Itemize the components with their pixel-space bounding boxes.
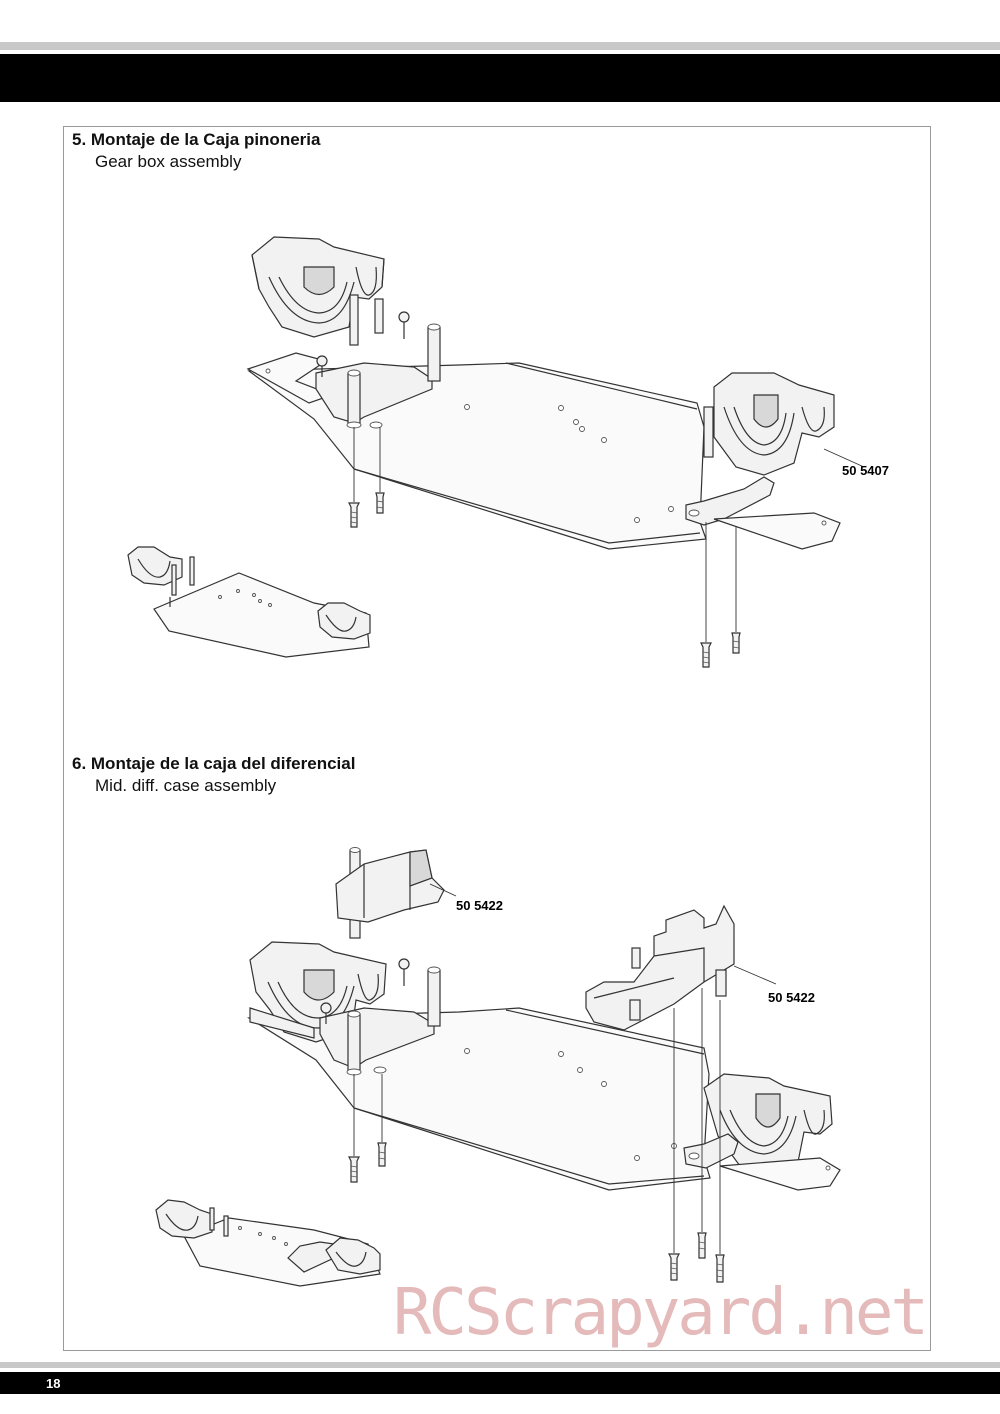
step-6-title: 6. Montaje de la caja del diferencial [72,754,356,773]
screws-step-5 [348,427,741,668]
gear-box-assembly-diagram: 50 5407 [127,236,889,668]
step-6-panel: 6. Montaje de la caja del diferencial Mi… [63,738,931,1351]
step-6-subtitle: Mid. diff. case assembly [95,776,277,795]
page-number: 18 [46,1376,61,1391]
step-5-panel: 5. Montaje de la Caja pinoneria Gear box… [63,126,931,740]
rear-bulkhead [315,294,441,429]
screws-step-6 [348,988,725,1283]
leader-50-5422-right [733,965,777,985]
footer-rule [0,1362,1000,1368]
overview-thumbnail-step-6 [155,1199,381,1287]
watermark: RCScrapyard.net [393,1276,929,1350]
step-5-subtitle: Gear box assembly [95,152,242,171]
part-label-50-5407: 50 5407 [842,463,889,478]
step-5-title: 5. Montaje de la Caja pinoneria [72,130,321,149]
leader-50-5422-left [429,883,457,897]
part-label-50-5422-right: 50 5422 [768,990,815,1005]
part-label-50-5422-left: 50 5422 [456,898,503,913]
rear-plate-extension [246,352,334,404]
front-gear-box [703,372,835,476]
front-bumper-mount [685,476,841,550]
diff-mount-lower [585,904,735,1031]
rear-gear-box [251,236,385,338]
diff-mount-upper [335,847,445,939]
mid-diff-case-assembly-diagram: 50 5422 50 5422 [155,847,841,1287]
header-band [0,54,1000,102]
leader-50-5407 [823,448,865,468]
front-gear-box [683,1073,841,1191]
footer-band [0,1372,1000,1394]
header-rule [0,42,1000,50]
overview-thumbnail-step-5 [127,546,371,658]
rear-bulkhead [319,958,441,1076]
